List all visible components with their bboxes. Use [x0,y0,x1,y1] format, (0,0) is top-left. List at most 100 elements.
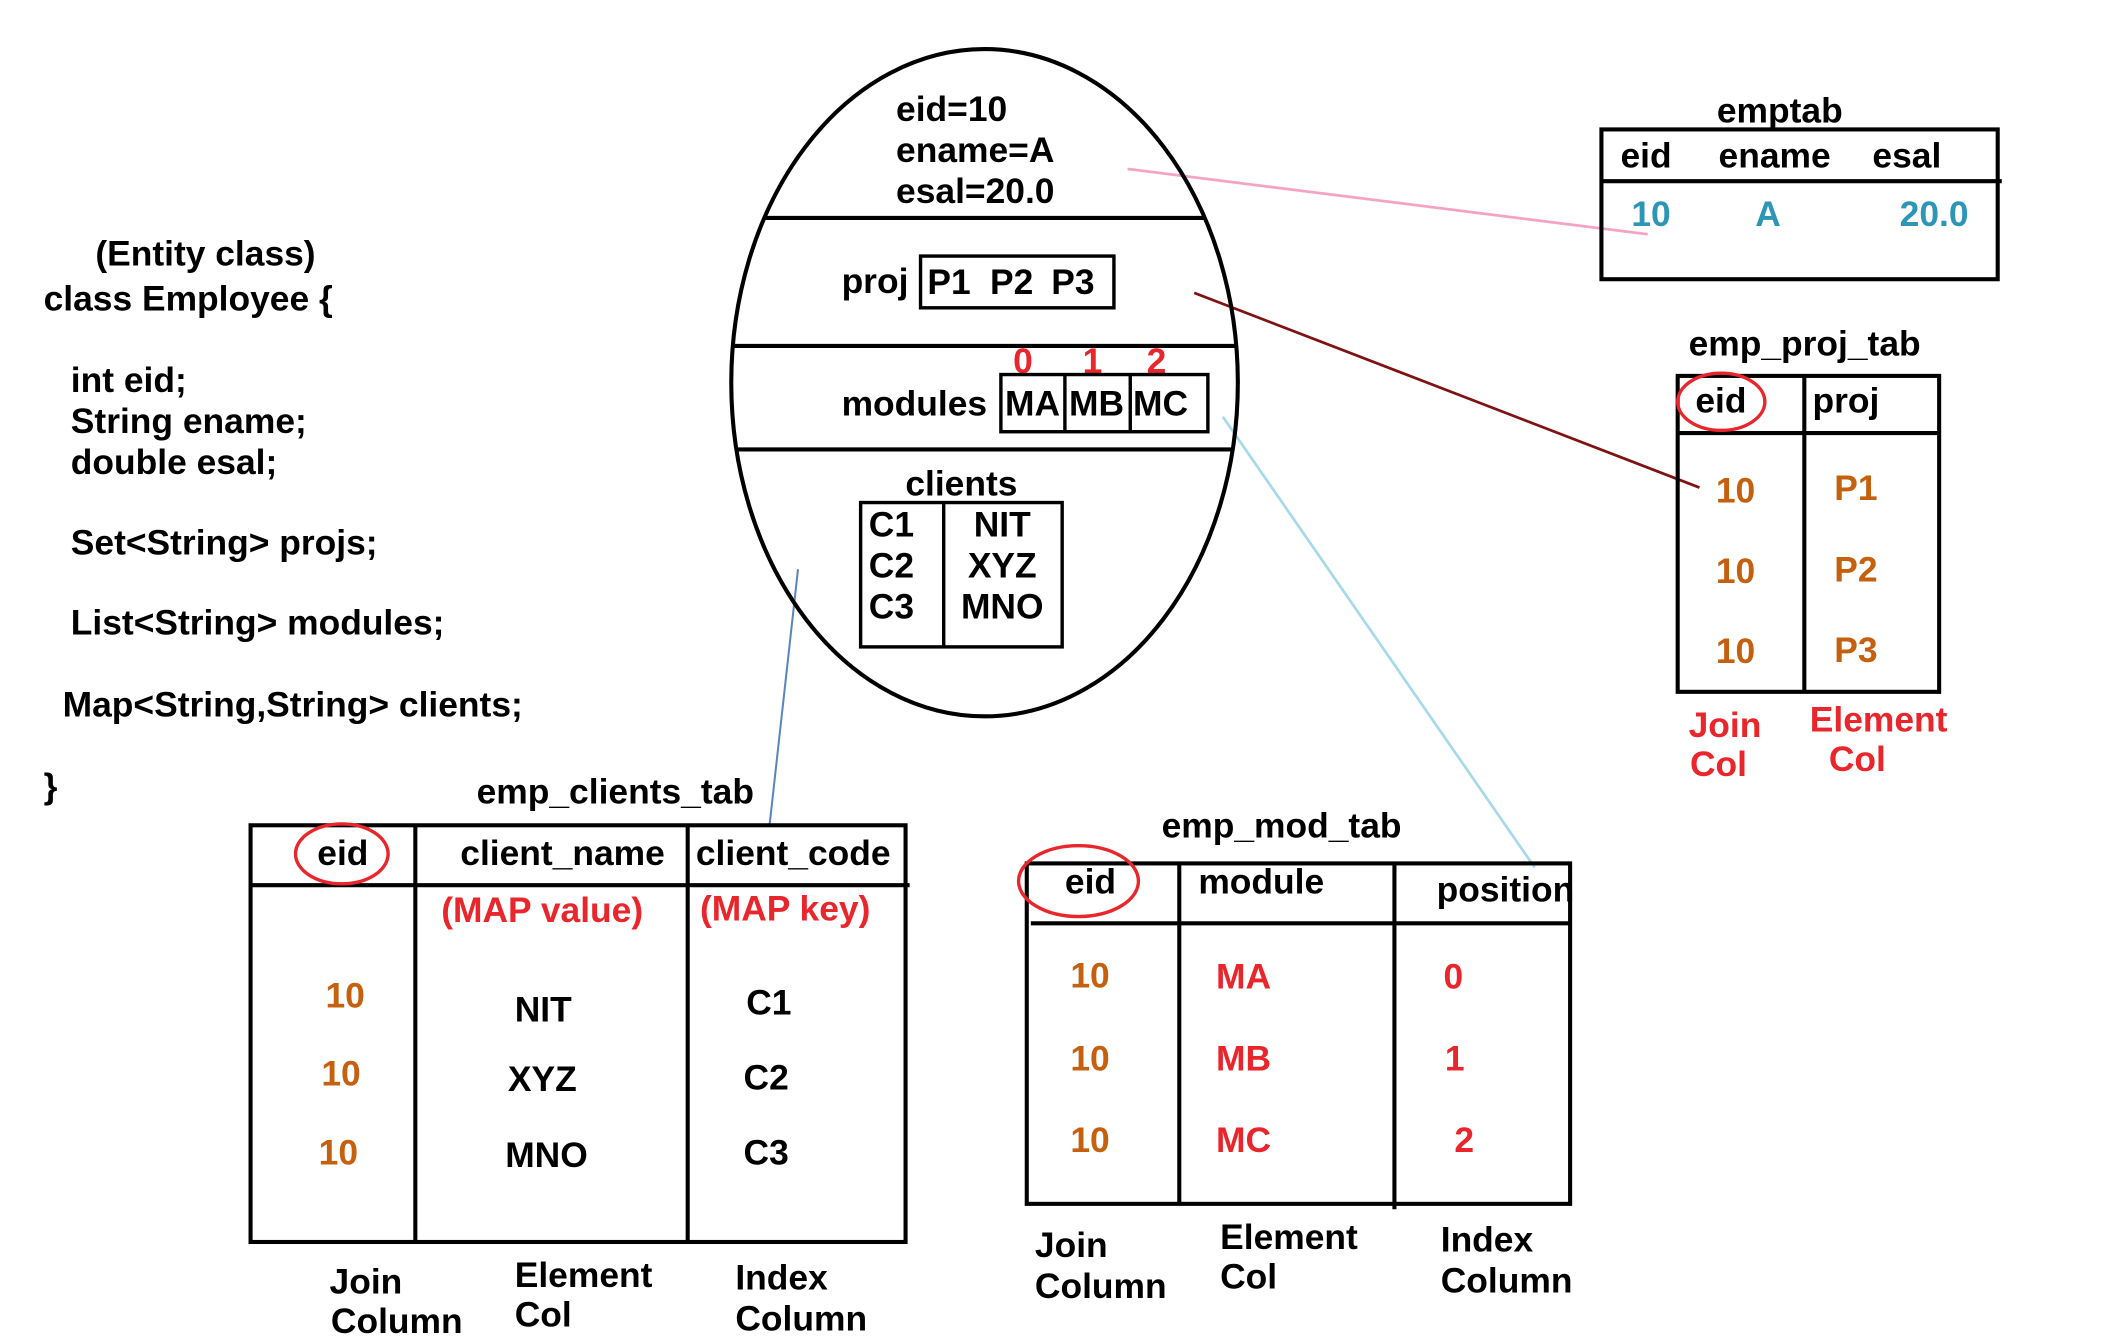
modules-list-box [999,372,1210,434]
emp-mod-tab-table: emp_mod_tab eid module position 10 10 10… [1016,806,1575,1306]
eid-highlight-circle [1675,371,1767,433]
client-key: C1 [869,505,914,545]
client-key: C2 [869,545,914,585]
proj-value: P1 [927,262,970,302]
column-header-eid: eid [1620,136,1671,176]
table-cell: 10 [319,1132,358,1172]
module-index: 2 [1147,341,1167,381]
table-cell: 10 [1070,955,1109,995]
column-role-label: Col [515,1294,572,1334]
clients-label: clients [905,464,1017,504]
table-cell: NIT [515,989,572,1029]
module-value: MA [1005,383,1060,423]
column-role-label: Col [1690,744,1747,784]
table-title: emp_mod_tab [1162,806,1402,846]
table-cell: P1 [1834,468,1877,508]
code-line-projs: Set<String> projs; [71,522,378,562]
table-cell: 2 [1454,1120,1474,1160]
column-header-eid: eid [1065,861,1116,901]
code-line-closing-brace: } [44,766,58,806]
column-role-label: Column [1035,1266,1167,1306]
table-cell: 10 [1716,471,1755,511]
module-index: 0 [1013,341,1033,381]
table-cell: C1 [746,983,791,1023]
column-role-label: Element [515,1255,653,1295]
table-cell: 10 [1631,194,1670,234]
column-role-label: Index [735,1258,828,1298]
table-border [1599,127,2000,282]
column-role-label: Join [330,1262,403,1302]
column-header-client-code: client_code [696,833,891,873]
table-title: emptab [1717,91,1843,131]
link-proj-to-emp-proj-tab [1193,291,1700,489]
table-cell: 10 [1716,631,1755,671]
table-border [1024,861,1573,1206]
table-cell: XYZ [508,1059,577,1099]
table-cell: 10 [321,1053,360,1093]
table-cell: 10 [325,976,364,1016]
column-header-ename: ename [1719,136,1831,176]
code-line-modules: List<String> modules; [71,603,445,643]
column-role-label: Column [735,1298,867,1336]
emptab-table: emptab eid ename esal 10 A 20.0 [1599,91,2002,282]
clients-map-box [858,500,1064,649]
column-header-module: module [1198,861,1324,901]
column-header-client-name: client_name [460,833,665,873]
column-role-label: Join [1689,705,1762,745]
table-cell: P3 [1834,630,1877,670]
client-value: MNO [961,586,1044,626]
table-cell: C3 [744,1132,789,1172]
client-value: XYZ [968,545,1037,585]
column-header-eid: eid [317,833,368,873]
module-value: MB [1069,383,1124,423]
emp-proj-tab-table: emp_proj_tab eid proj 10 10 10 P1 P2 P3 … [1675,323,1948,784]
table-cell: P2 [1834,550,1877,590]
map-key-note: (MAP key) [700,889,870,929]
table-cell: 10 [1070,1038,1109,1078]
eid-highlight-circle [1016,844,1141,919]
table-cell: MC [1216,1120,1271,1160]
column-role-label: Col [1829,739,1886,779]
object-field-esal: esal=20.0 [896,171,1054,211]
table-cell: 10 [1716,551,1755,591]
entity-class-caption: (Entity class) [95,234,315,274]
table-title: emp_proj_tab [1689,323,1921,363]
object-field-ename: ename=A [896,130,1054,170]
column-header-eid: eid [1695,381,1746,421]
column-role-label: Element [1220,1217,1358,1257]
column-header-position: position [1437,870,1575,910]
proj-value: P3 [1051,262,1094,302]
employee-object: eid=10 ename=A esal=20.0 proj P1 P2 P3 m… [729,47,1240,719]
code-line-eid: int eid; [71,360,187,400]
code-line-class-declaration: class Employee { [44,279,333,319]
client-key: C3 [869,586,914,626]
table-cell: 1 [1445,1038,1465,1078]
proj-value: P2 [990,262,1033,302]
table-cell: MB [1216,1038,1271,1078]
table-cell: MNO [505,1135,588,1175]
modules-label: modules [842,383,988,423]
table-cell: 10 [1070,1120,1109,1160]
client-value: NIT [974,505,1031,545]
table-border [248,823,908,1245]
table-title: emp_clients_tab [477,771,754,811]
link-clients-to-emp-clients-tab [768,569,800,827]
column-role-label: Join [1035,1225,1108,1265]
link-modules-to-emp-mod-tab [1221,415,1536,869]
proj-set-box [918,254,1116,310]
table-cell: MA [1216,957,1271,997]
connector-lines [768,167,1700,869]
proj-label: proj [842,261,909,301]
emp-clients-tab-table: emp_clients_tab eid client_name client_c… [248,771,910,1336]
column-role-label: Index [1441,1220,1534,1260]
module-value: MC [1133,383,1188,423]
column-header-esal: esal [1872,136,1941,176]
object-outline [729,47,1240,719]
table-cell: A [1755,194,1781,234]
module-index: 1 [1083,341,1103,381]
column-role-label: Col [1220,1256,1277,1296]
code-line-esal: double esal; [71,442,277,482]
link-object-to-emptab [1127,167,1648,236]
code-line-clients: Map<String,String> clients; [63,684,523,724]
